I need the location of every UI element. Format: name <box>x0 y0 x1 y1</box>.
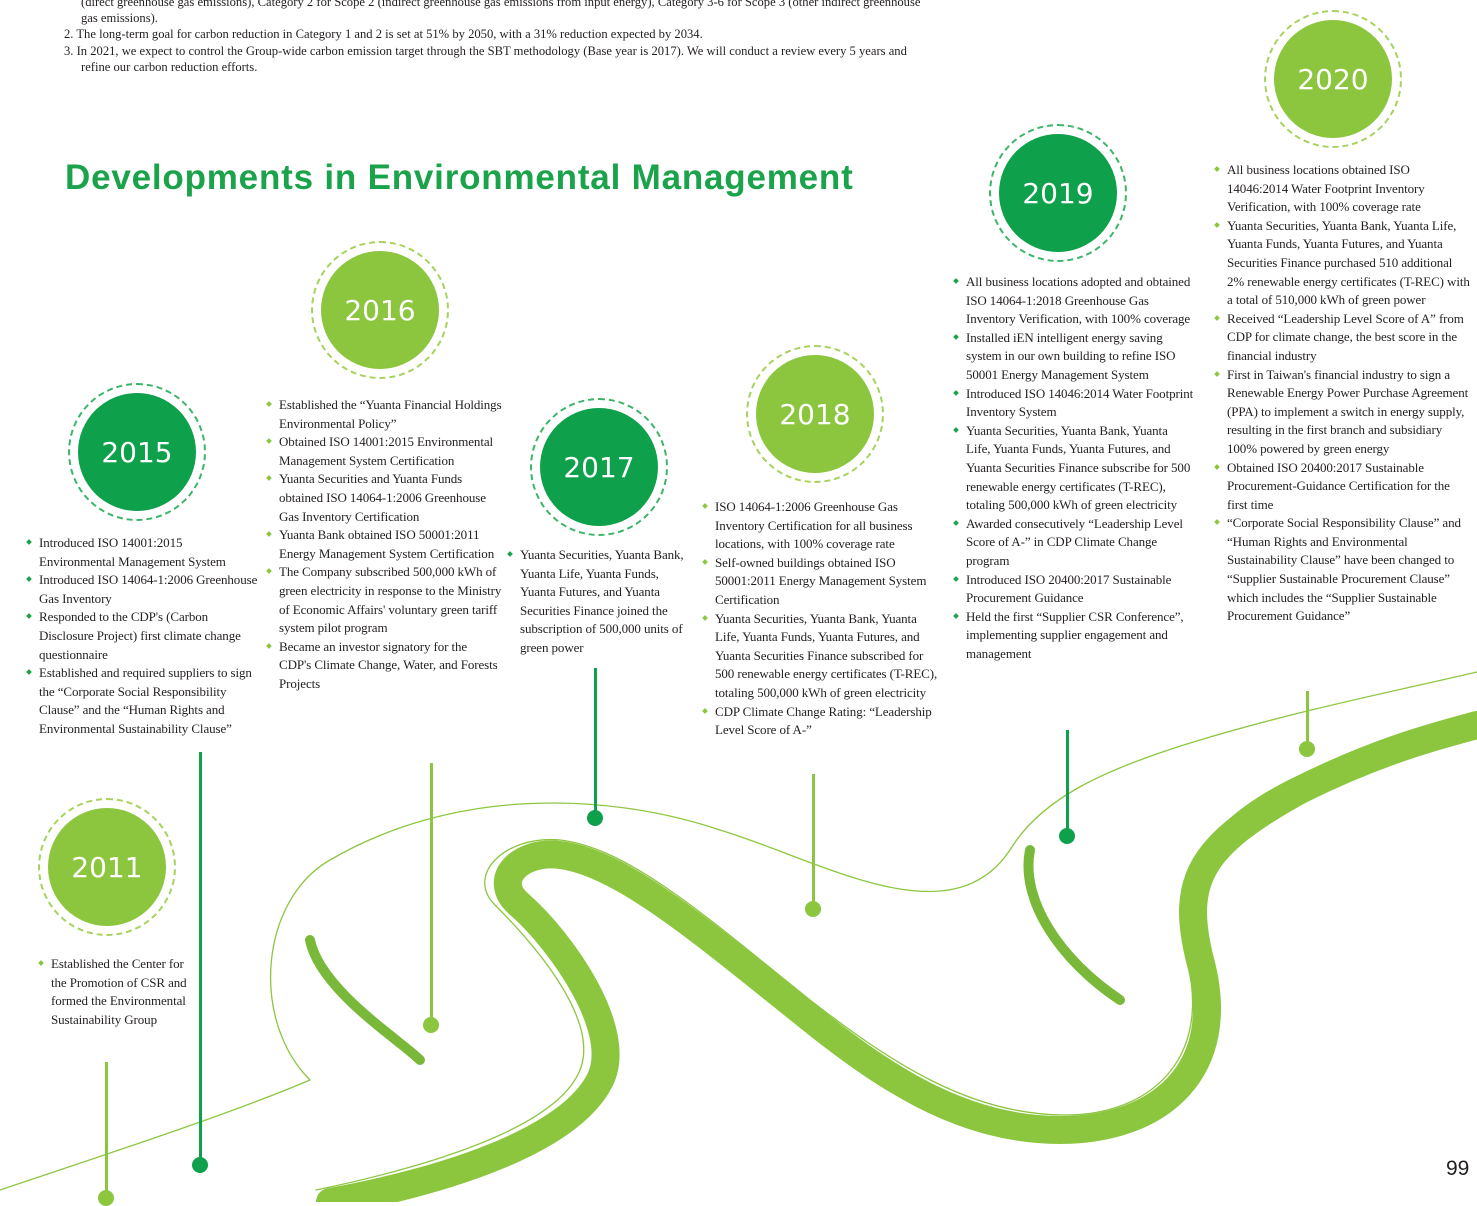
badge-ring <box>1264 10 1402 148</box>
badge-ring <box>68 383 206 521</box>
milestone-item: First in Taiwan's financial industry to … <box>1214 366 1470 459</box>
year-badge-2016: 2016 <box>311 241 449 379</box>
milestone-item: ISO 14064-1:2006 Greenhouse Gas Inventor… <box>702 498 942 554</box>
milestone-list-2018: ISO 14064-1:2006 Greenhouse Gas Inventor… <box>702 498 942 740</box>
timeline-dot <box>587 810 603 826</box>
road-edge-side <box>316 711 1477 1202</box>
milestone-item: Yuanta Securities, Yuanta Bank, Yuanta L… <box>702 610 942 703</box>
milestone-list-2011: Established the Center for the Promotion… <box>38 955 188 1029</box>
milestone-item: All business locations obtained ISO 1404… <box>1214 161 1470 217</box>
milestone-item: Introduced ISO 20400:2017 Sustainable Pr… <box>953 571 1195 608</box>
timeline-dot <box>1059 828 1075 844</box>
milestone-list-2015: Introduced ISO 14001:2015 Environmental … <box>26 534 258 739</box>
milestone-item: Held the first “Supplier CSR Conference”… <box>953 608 1195 664</box>
milestone-item: Became an investor signatory for the CDP… <box>266 638 502 694</box>
year-badge-2020: 2020 <box>1264 10 1402 148</box>
milestone-item: Introduced ISO 14001:2015 Environmental … <box>26 534 258 571</box>
milestone-item: Yuanta Securities, Yuanta Bank, Yuanta L… <box>953 422 1195 515</box>
timeline-pin <box>199 752 202 1166</box>
milestone-item: Yuanta Securities, Yuanta Bank, Yuanta L… <box>1214 217 1470 310</box>
year-badge-2015: 2015 <box>68 383 206 521</box>
milestone-item: Established and required suppliers to si… <box>26 664 258 738</box>
milestone-list-2017: Yuanta Securities, Yuanta Bank, Yuanta L… <box>507 546 689 658</box>
badge-ring <box>38 798 176 936</box>
page-title: Developments in Environmental Management <box>65 158 854 197</box>
timeline-dot <box>1299 741 1315 757</box>
footnote-line: gas emissions). <box>81 11 158 26</box>
timeline-pin <box>1306 691 1309 747</box>
milestone-item: Yuanta Bank obtained ISO 50001:2011 Ener… <box>266 526 502 563</box>
timeline-pin <box>105 1062 108 1194</box>
milestone-item: Yuanta Securities and Yuanta Funds obtai… <box>266 470 502 526</box>
road-edge-near <box>315 715 1477 1191</box>
timeline-dot <box>805 901 821 917</box>
year-badge-2011: 2011 <box>38 798 176 936</box>
badge-ring <box>989 124 1127 262</box>
year-badge-2019: 2019 <box>989 124 1127 262</box>
road-edge-side-dark <box>305 845 1125 1065</box>
milestone-item: Obtained ISO 20400:2017 Sustainable Proc… <box>1214 459 1470 515</box>
timeline-dot <box>98 1190 114 1206</box>
milestone-item: CDP Climate Change Rating: “Leadership L… <box>702 703 942 740</box>
milestone-item: Established the Center for the Promotion… <box>38 955 188 1029</box>
badge-ring <box>311 241 449 379</box>
milestone-item: Installed iEN intelligent energy saving … <box>953 329 1195 385</box>
milestone-item: Received “Leadership Level Score of A” f… <box>1214 310 1470 366</box>
milestone-item: Established the “Yuanta Financial Holdin… <box>266 396 502 433</box>
milestone-item: “Corporate Social Responsibility Clause”… <box>1214 514 1470 626</box>
milestone-item: The Company subscribed 500,000 kWh of gr… <box>266 563 502 637</box>
milestone-item: Introduced ISO 14046:2014 Water Footprin… <box>953 385 1195 422</box>
timeline-pin <box>812 774 815 909</box>
milestone-item: Yuanta Securities, Yuanta Bank, Yuanta L… <box>507 546 689 658</box>
footnote-line: (direct greenhouse gas emissions), Categ… <box>81 0 921 9</box>
milestone-list-2019: All business locations adopted and obtai… <box>953 273 1195 663</box>
milestone-list-2016: Established the “Yuanta Financial Holdin… <box>266 396 502 694</box>
timeline-dot <box>423 1017 439 1033</box>
milestone-item: Introduced ISO 14064-1:2006 Greenhouse G… <box>26 571 258 608</box>
timeline-pin <box>430 763 433 1026</box>
milestone-item: All business locations adopted and obtai… <box>953 273 1195 329</box>
timeline-pin <box>1066 730 1069 834</box>
road-edge-far <box>0 671 1477 1191</box>
footnote-line: refine our carbon reduction efforts. <box>81 59 258 74</box>
year-badge-2018: 2018 <box>746 345 884 483</box>
milestone-item: Responded to the CDP's (Carbon Disclosur… <box>26 608 258 664</box>
milestone-item: Obtained ISO 14001:2015 Environmental Ma… <box>266 433 502 470</box>
footnotes: (direct greenhouse gas emissions), Categ… <box>64 0 1154 75</box>
footnote-line: 3. In 2021, we expect to control the Gro… <box>64 43 907 58</box>
timeline-pin <box>594 668 597 818</box>
badge-ring <box>530 398 668 536</box>
badge-ring <box>746 345 884 483</box>
page-number: 99 <box>1446 1157 1470 1180</box>
milestone-item: Self-owned buildings obtained ISO 50001:… <box>702 554 942 610</box>
milestone-list-2020: All business locations obtained ISO 1404… <box>1214 161 1470 626</box>
year-badge-2017: 2017 <box>530 398 668 536</box>
timeline-dot <box>192 1157 208 1173</box>
footnote-line: 2. The long-term goal for carbon reducti… <box>64 27 703 42</box>
milestone-item: Awarded consecutively “Leadership Level … <box>953 515 1195 571</box>
